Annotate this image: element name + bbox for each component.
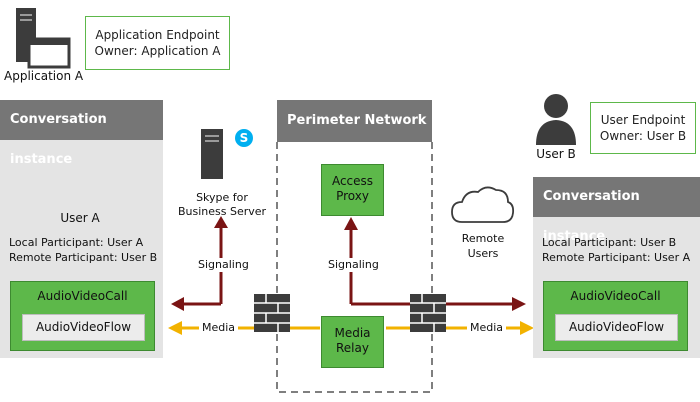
left-remote-participant: Remote Participant: User B	[9, 251, 158, 264]
server-icon	[201, 129, 223, 179]
media-relay-label: Media Relay	[322, 326, 383, 356]
user-icon	[536, 94, 576, 145]
right-audio-video-flow: AudioVideoFlow	[555, 314, 678, 341]
access-proxy-line2: Proxy	[336, 189, 369, 203]
right-audio-video-call-label: AudioVideoCall	[570, 289, 661, 303]
user-endpoint-note: User Endpoint Owner: User B	[590, 102, 696, 154]
user-b-label: User B	[536, 147, 576, 161]
skype-server-label-line2: Business Server	[177, 205, 267, 218]
perimeter-dashed-border	[276, 142, 433, 393]
user-endpoint-title: User Endpoint	[600, 113, 686, 127]
left-local-participant: Local Participant: User A	[9, 236, 144, 249]
left-audio-video-call: AudioVideoCall AudioVideoFlow	[10, 281, 155, 351]
signaling-label-left: Signaling	[196, 258, 251, 272]
cloud-icon	[451, 186, 515, 223]
left-audio-video-call-label: AudioVideoCall	[37, 289, 128, 303]
skype-server-label-line1: Skype for	[196, 191, 248, 204]
right-local-participant: Local Participant: User B	[542, 236, 677, 249]
perimeter-network-header: Perimeter Network	[277, 100, 432, 142]
application-endpoint-title: Application Endpoint	[95, 28, 220, 42]
access-proxy-box: Access Proxy	[321, 164, 384, 216]
left-audio-video-flow: AudioVideoFlow	[22, 314, 145, 341]
signaling-label-middle: Signaling	[326, 258, 381, 272]
firewall-icon	[254, 294, 290, 332]
firewall-icon	[410, 294, 446, 332]
right-remote-participant: Remote Participant: User A	[542, 251, 691, 264]
media-label-right: Media	[467, 321, 507, 335]
skype-icon	[235, 129, 253, 147]
right-audio-video-call: AudioVideoCall AudioVideoFlow	[543, 281, 688, 351]
right-conversation-header: Conversation instance	[533, 177, 700, 244]
skype-icon-letter: S	[239, 131, 249, 145]
remote-users-label: Remote Users	[448, 231, 518, 261]
user-endpoint-owner: Owner: User B	[599, 129, 687, 143]
window-icon	[27, 37, 71, 69]
media-label-left: Media	[199, 321, 239, 335]
user-a-label: User A	[60, 211, 100, 225]
left-conversation-header: Conversation instance	[0, 100, 163, 167]
remote-users-line2: Users	[467, 247, 499, 260]
application-a-label: Application A	[4, 69, 84, 83]
media-relay-box: Media Relay	[321, 316, 384, 368]
access-proxy-label: Access Proxy	[322, 174, 383, 204]
application-endpoint-note: Application Endpoint Owner: Application …	[85, 16, 230, 70]
access-proxy-line1: Access	[331, 174, 374, 188]
media-relay-line2: Relay	[336, 341, 369, 355]
skype-server-label: Skype for Business Server	[172, 191, 272, 219]
media-relay-line1: Media	[334, 326, 371, 340]
application-endpoint-owner: Owner: Application A	[94, 44, 221, 58]
remote-users-line1: Remote	[461, 232, 505, 245]
